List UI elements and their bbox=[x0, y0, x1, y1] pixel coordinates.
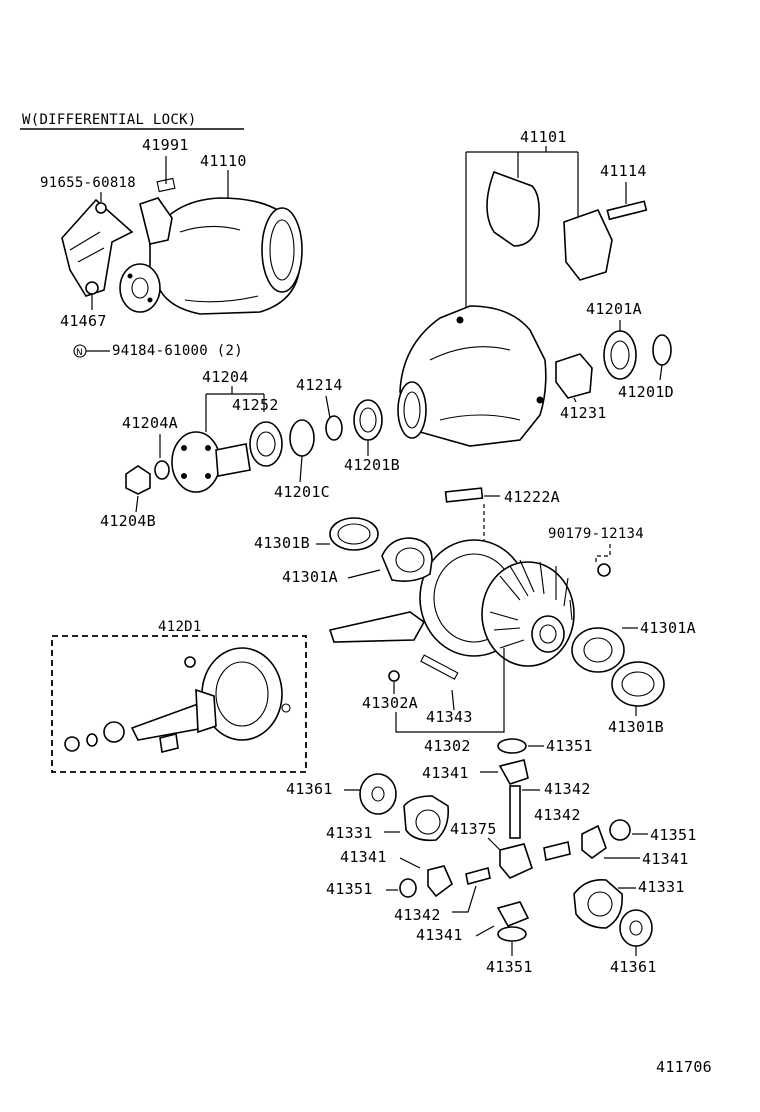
callout-41252: 41252 bbox=[232, 396, 279, 414]
carrier-housing bbox=[397, 305, 547, 447]
callout-41331-a: 41331 bbox=[326, 824, 373, 842]
callout-41222A: 41222A bbox=[504, 488, 560, 506]
spider-block-41375 bbox=[499, 843, 533, 879]
callout-94184-61000: 94184-61000 (2) bbox=[112, 343, 243, 359]
companion-flange-41204 bbox=[171, 431, 251, 493]
washer-41351-b bbox=[609, 819, 631, 841]
nut-90179-12134 bbox=[597, 563, 611, 577]
part-41467 bbox=[85, 281, 99, 295]
callout-41204: 41204 bbox=[202, 368, 249, 386]
shaft-41342-a bbox=[509, 785, 521, 839]
shaft-41342-c bbox=[465, 867, 491, 885]
shaft-41342-b bbox=[543, 841, 571, 861]
washer-41351-c bbox=[399, 878, 417, 898]
callout-41301B-top: 41301B bbox=[254, 534, 310, 552]
bearing-41201C bbox=[289, 419, 315, 457]
callout-41467: 41467 bbox=[60, 312, 107, 330]
bolt-41343 bbox=[420, 654, 459, 680]
callout-41341-c: 41341 bbox=[642, 850, 689, 868]
washer-41351-a bbox=[497, 738, 527, 754]
callout-41341-a: 41341 bbox=[422, 764, 469, 782]
gasket-marker-letter: N bbox=[76, 348, 83, 358]
washer-41204A bbox=[154, 460, 170, 480]
nut-41204B bbox=[125, 465, 151, 495]
spacer-41231 bbox=[555, 353, 593, 399]
pin-41302A bbox=[388, 670, 400, 682]
callout-41351-d: 41351 bbox=[486, 958, 533, 976]
callout-41301B-right: 41301B bbox=[608, 718, 664, 736]
inset-box-412D1 bbox=[51, 635, 307, 773]
diagram-title: W(DIFFERENTIAL LOCK) bbox=[22, 112, 197, 128]
pinion-41341-c bbox=[581, 824, 607, 860]
callout-41114: 41114 bbox=[600, 162, 647, 180]
callout-41331-b: 41331 bbox=[638, 878, 685, 896]
inset-nut bbox=[64, 736, 80, 752]
callout-41214: 41214 bbox=[296, 376, 343, 394]
callout-41110: 41110 bbox=[200, 152, 247, 170]
bolt-41114 bbox=[606, 200, 648, 221]
differential-carrier-assembly bbox=[61, 177, 303, 315]
bearing-cap-right bbox=[563, 209, 613, 281]
callout-41342-c: 41342 bbox=[394, 906, 441, 924]
callout-41302: 41302 bbox=[424, 737, 471, 755]
callout-41351-c: 41351 bbox=[326, 880, 373, 898]
callout-41301A-right: 41301A bbox=[640, 619, 696, 637]
callout-41201C: 41201C bbox=[274, 483, 330, 501]
inset-label: 412D1 bbox=[158, 619, 202, 635]
callout-41201A: 41201A bbox=[586, 300, 642, 318]
callout-41201B: 41201B bbox=[344, 456, 400, 474]
callout-41342-a: 41342 bbox=[544, 780, 591, 798]
inset-pin bbox=[281, 703, 291, 713]
callout-41341-b: 41341 bbox=[340, 848, 387, 866]
callout-41361-b: 41361 bbox=[610, 958, 657, 976]
inset-bearing bbox=[103, 721, 125, 743]
callout-41991: 41991 bbox=[142, 136, 189, 154]
pinion-41341-b bbox=[427, 865, 453, 898]
callout-91655-60818: 91655-60818 bbox=[40, 175, 136, 191]
callout-41101: 41101 bbox=[520, 128, 567, 146]
ring-gear-and-case bbox=[328, 539, 575, 667]
callout-41375: 41375 bbox=[450, 820, 497, 838]
washer-41351-d bbox=[497, 926, 527, 942]
callout-41204B: 41204B bbox=[100, 512, 156, 530]
callout-41341-d: 41341 bbox=[416, 926, 463, 944]
callout-41302A: 41302A bbox=[362, 694, 418, 712]
callout-41342-b: 41342 bbox=[534, 806, 581, 824]
inset-bolt bbox=[184, 656, 196, 668]
callout-41231: 41231 bbox=[560, 404, 607, 422]
callout-41361-a: 41361 bbox=[286, 780, 333, 798]
shim-41201D bbox=[652, 334, 672, 366]
callout-41204A: 41204A bbox=[122, 414, 178, 432]
inset-washer bbox=[86, 733, 98, 747]
diagram-code: 411706 bbox=[656, 1058, 712, 1076]
nut-91655-60818 bbox=[95, 202, 107, 214]
callout-41201D: 41201D bbox=[618, 383, 674, 401]
inset-spacer bbox=[159, 733, 179, 753]
bolt-41222A bbox=[444, 487, 484, 503]
callout-90179-12134: 90179-12134 bbox=[548, 526, 644, 542]
callout-41351-b: 41351 bbox=[650, 826, 697, 844]
callout-41351-a: 41351 bbox=[546, 737, 593, 755]
bearing-cap-left bbox=[486, 170, 540, 247]
spacer-41214 bbox=[325, 415, 343, 441]
callout-41301A-top: 41301A bbox=[282, 568, 338, 586]
callout-41343: 41343 bbox=[426, 708, 473, 726]
pinion-41341-a bbox=[498, 759, 529, 785]
ring-pinion-set bbox=[130, 647, 283, 741]
pinion-41341-d bbox=[496, 901, 530, 928]
